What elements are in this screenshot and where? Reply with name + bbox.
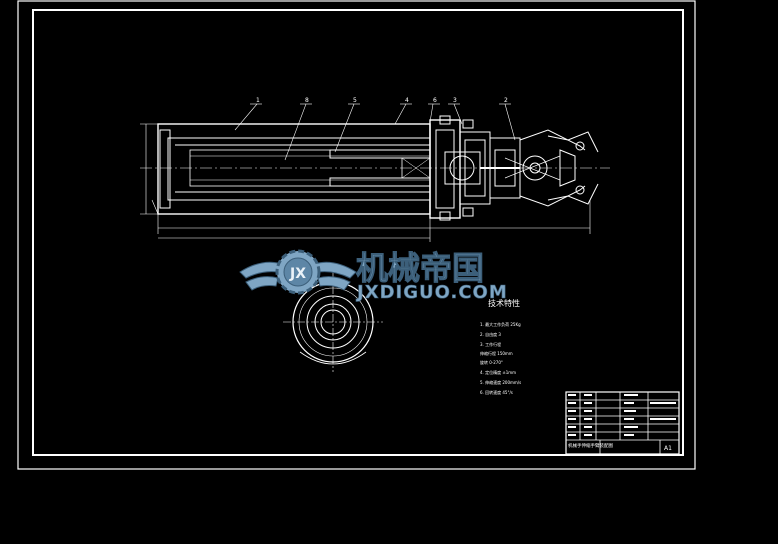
title-block-label: 机械手伸缩手臂装配图 <box>568 442 613 449</box>
assembly-main-view <box>140 103 610 242</box>
callout-number: 5 <box>353 97 357 104</box>
callout-number: 3 <box>453 97 457 104</box>
spec-line: 2. 自由度 3 <box>480 331 501 337</box>
callout-number: 2 <box>504 97 508 104</box>
callout-number: 4 <box>405 97 409 104</box>
spec-line: 6. 回转速度 45°/s <box>480 389 513 395</box>
title-block-sheet: A1 <box>664 445 672 452</box>
spec-line: 4. 定位精度 ±1mm <box>480 369 516 375</box>
callout-number: 8 <box>305 97 309 104</box>
spec-line: 3. 工作行程 <box>480 341 501 347</box>
spec-line: 5. 伸缩速度 200mm/s <box>480 379 521 385</box>
spec-line: 1. 最大工作负荷 25Kg <box>480 321 521 327</box>
spec-line: 伸缩行程 150mm <box>480 350 513 356</box>
callout-number: 1 <box>256 97 260 104</box>
technical-specs: 技术特性 1. 最大工作负荷 25Kg 2. 自由度 3 3. 工作行程 伸缩行… <box>480 298 521 395</box>
callout-number: 6 <box>433 97 437 104</box>
logo-letters: JX <box>289 266 306 282</box>
watermark-logo: JX <box>239 249 357 295</box>
watermark-brand-cn: 机械帝国 <box>356 249 484 287</box>
sheet-border <box>17 0 696 470</box>
title-block: 机械手伸缩手臂装配图 A1 <box>565 391 680 455</box>
specs-heading: 技术特性 <box>488 298 520 308</box>
watermark: JX 机械帝国 JXDIGUO.COM <box>239 249 508 303</box>
callout-labels: 1 8 5 4 6 3 2 <box>256 97 508 104</box>
spec-line: 旋转 0-270° <box>480 359 503 365</box>
watermark-brand-en: JXDIGUO.COM <box>355 282 508 303</box>
